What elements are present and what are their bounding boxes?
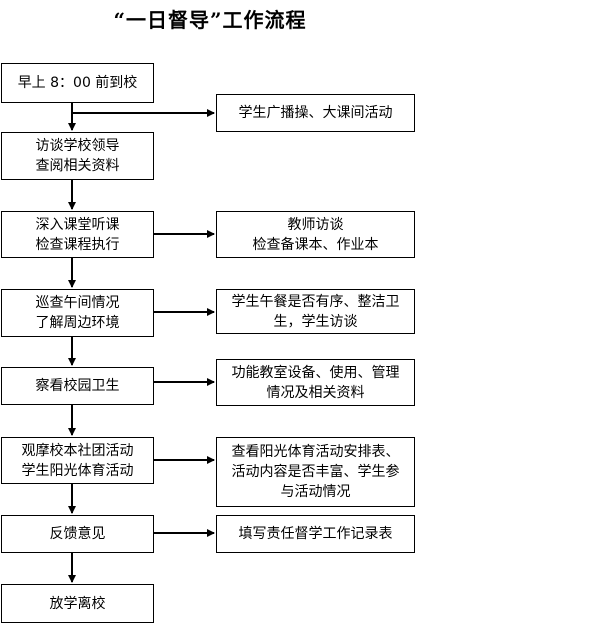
- side-sports-schedule: 查看阳光体育活动安排表、 活动内容是否丰富、学生参 与活动情况: [216, 437, 415, 507]
- side-lunch-check: 学生午餐是否有序、整洁卫 生，学生访谈: [216, 289, 415, 334]
- step-interview-leaders: 访谈学校领导 查阅相关资料: [1, 132, 154, 180]
- side-record-form: 填写责任督学工作记录表: [216, 515, 415, 553]
- side-teacher-interview: 教师访谈 检查备课本、作业本: [216, 211, 415, 258]
- step-feedback: 反馈意见: [1, 515, 154, 553]
- step-leave-school: 放学离校: [1, 584, 154, 623]
- step-club-activities: 观摩校本社团活动 学生阳光体育活动: [1, 437, 154, 484]
- side-exercise-activities: 学生广播操、大课间活动: [216, 94, 415, 132]
- step-arrive-school: 早上 8：00 前到校: [1, 63, 154, 103]
- step-classroom-observation: 深入课堂听课 检查课程执行: [1, 211, 154, 258]
- side-functional-rooms: 功能教室设备、使用、管理 情况及相关资料: [216, 359, 415, 406]
- step-campus-hygiene: 察看校园卫生: [1, 367, 154, 405]
- step-noon-inspection: 巡查午间情况 了解周边环境: [1, 289, 154, 337]
- page-title: “一日督导”工作流程: [113, 8, 307, 32]
